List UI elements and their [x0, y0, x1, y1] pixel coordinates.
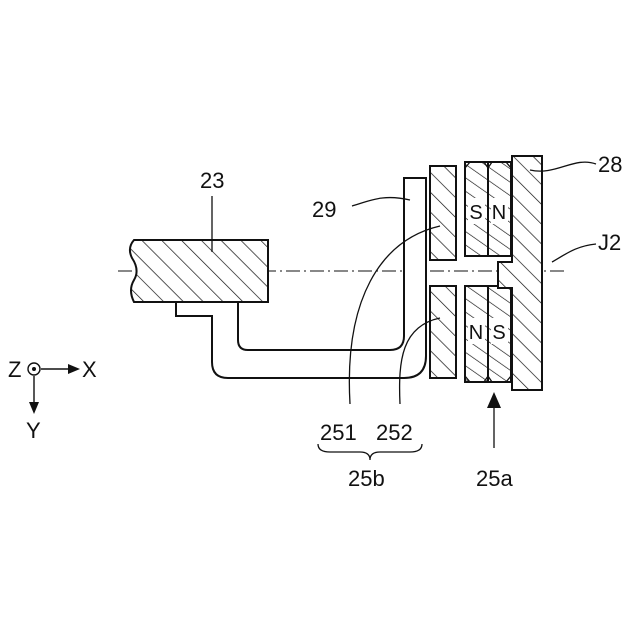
axis-label-z: Z: [8, 357, 21, 382]
label-25a: 25a: [476, 466, 513, 491]
shaft-23: [130, 240, 268, 302]
stator-plate-251: [430, 166, 456, 260]
label-23: 23: [200, 168, 224, 193]
pole-lower-right: S: [492, 322, 505, 344]
pole-upper-right: N: [492, 202, 506, 224]
arrow-25a-head: [487, 392, 501, 408]
pole-lower-left: N: [469, 322, 483, 344]
label-252: 252: [376, 420, 413, 445]
axis-label-y: Y: [26, 418, 41, 443]
leader-29: [352, 198, 410, 206]
label-251: 251: [320, 420, 357, 445]
brace-25b: [318, 444, 422, 460]
pole-upper-left: S: [469, 202, 482, 224]
label-J2: J2: [598, 230, 621, 255]
stator-plate-252: [430, 286, 456, 378]
leader-J2: [552, 244, 596, 262]
label-25b: 25b: [348, 466, 385, 491]
label-28: 28: [598, 152, 622, 177]
label-29: 29: [312, 197, 336, 222]
axis-label-x: X: [82, 357, 97, 382]
